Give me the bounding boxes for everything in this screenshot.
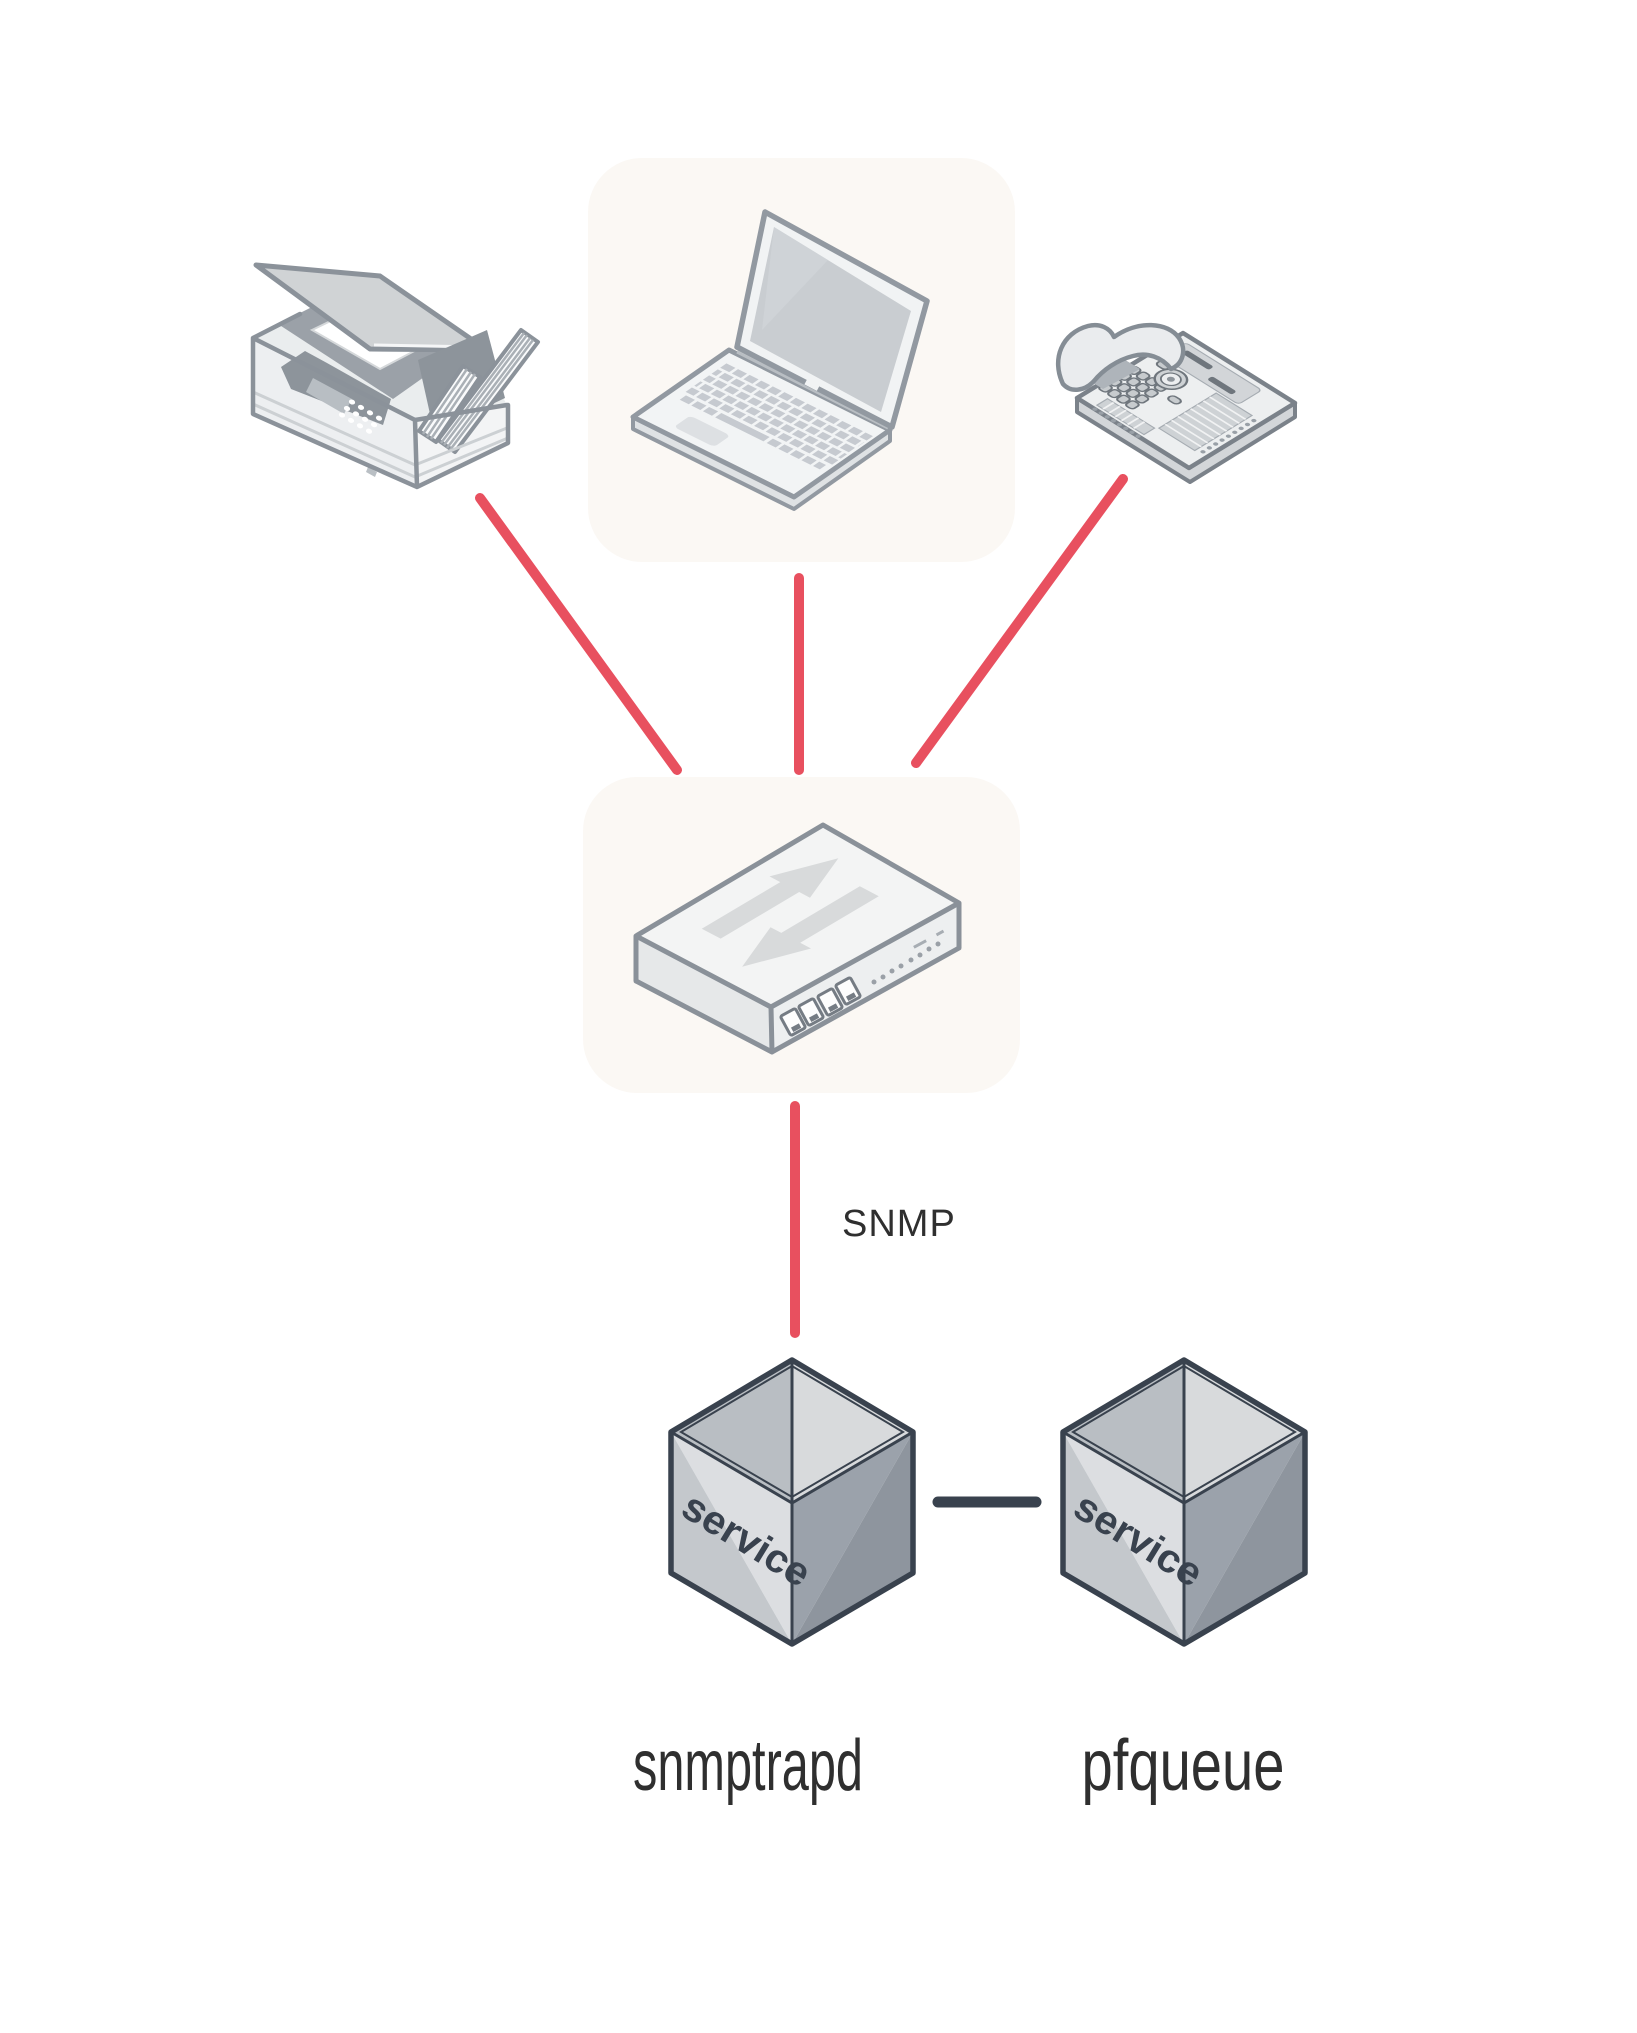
link-phone-switch (911, 474, 1128, 768)
laptop-trackpad (675, 416, 729, 446)
switch-icon (633, 822, 962, 1055)
switch-leds (871, 941, 941, 985)
phone-line-keys (1157, 392, 1257, 454)
printer-icon (250, 262, 540, 490)
laptop-screen-glare (762, 227, 828, 330)
phone-icon (1055, 322, 1298, 484)
laptop-hinge (736, 350, 889, 430)
link-printer-switch (475, 493, 682, 775)
device-links (475, 474, 1128, 1338)
phone-dial (1153, 368, 1189, 391)
pfqueue-label: pfqueue (1082, 1726, 1285, 1806)
phone-display-slot (1182, 350, 1213, 370)
phone-handset (1055, 322, 1186, 392)
laptop-icon (630, 209, 930, 511)
laptop-latch-notch (804, 379, 820, 391)
phone-display-slot2 (1208, 376, 1236, 395)
snmptrapd-label: snmptrapd (633, 1726, 863, 1806)
switch-arrows (701, 858, 879, 967)
switch-ports (779, 976, 862, 1037)
phone-cradle-shadow (1085, 358, 1140, 389)
switch-outline (633, 822, 962, 1055)
printer-panel-keypad (338, 399, 383, 434)
printer-panel-screen (306, 378, 352, 414)
phone-bottom-keys (1092, 398, 1156, 438)
laptop-keyboard (675, 363, 873, 470)
printer-outline (250, 311, 511, 490)
snmp-label: SNMP (842, 1203, 956, 1245)
printer-tray-fin-back (436, 328, 540, 454)
switch-top-face (636, 825, 959, 1007)
printer-logo-dash (366, 467, 377, 477)
service-cube-snmptrapd: service (671, 1360, 913, 1644)
service-cube-pfqueue: service (1063, 1360, 1305, 1644)
printer-tray-fin-front (417, 364, 482, 444)
switch-left-face (636, 936, 772, 1052)
switch-label-marks (913, 929, 945, 949)
